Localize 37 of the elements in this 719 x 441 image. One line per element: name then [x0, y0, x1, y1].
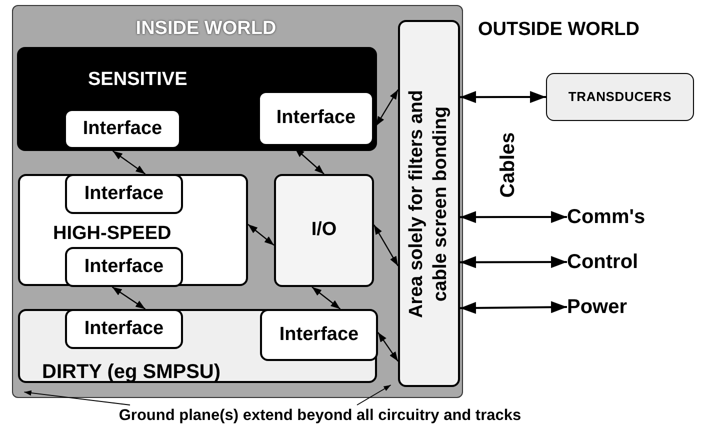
interface-box: Interface: [64, 109, 181, 149]
leader-line: [356, 384, 392, 406]
io-box: I/O: [274, 174, 374, 287]
double-arrow: [248, 224, 274, 246]
cables-label: Cables: [496, 131, 520, 200]
double-arrow: [112, 286, 146, 310]
interface-box: Interface: [65, 174, 183, 214]
double-arrow: [312, 286, 341, 310]
double-arrow: [460, 91, 546, 104]
sensitive-zone: [17, 47, 377, 151]
transducers-box: TRANSDUCERS: [546, 73, 694, 121]
double-arrow: [460, 211, 567, 224]
dirty-zone: [18, 309, 377, 383]
signal-label: Comm's: [567, 204, 677, 230]
caption-text: Ground plane(s) extend beyond all circuitry and tracks: [97, 405, 543, 427]
interface-box: Interface: [258, 91, 374, 146]
high-speed-zone: [18, 174, 248, 286]
double-arrow: [375, 89, 399, 126]
signal-label: Control: [567, 249, 677, 275]
filter-bonding-area: [398, 20, 460, 387]
interface-box: Interface: [260, 309, 378, 361]
double-arrow: [460, 301, 568, 314]
zone-title: DIRTY (eg SMPSU): [42, 360, 221, 385]
outside-world-title: OUTSIDE WORLD: [478, 18, 640, 42]
zone-title: HIGH-SPEED: [53, 222, 172, 246]
area-note: Area solely for filters and cable screen bonding: [405, 88, 452, 320]
zone-title: INSIDE WORLD: [134, 17, 278, 41]
interface-box: Interface: [65, 309, 183, 349]
double-arrow: [378, 332, 398, 362]
ground-plane-area: [12, 5, 463, 398]
interface-box: Interface: [65, 247, 183, 287]
signal-label: Power: [567, 294, 677, 320]
double-arrow: [112, 150, 146, 174]
leader-line: [24, 390, 130, 406]
zone-title: SENSITIVE: [88, 68, 188, 92]
double-arrow: [460, 256, 567, 268]
double-arrow: [373, 224, 399, 266]
